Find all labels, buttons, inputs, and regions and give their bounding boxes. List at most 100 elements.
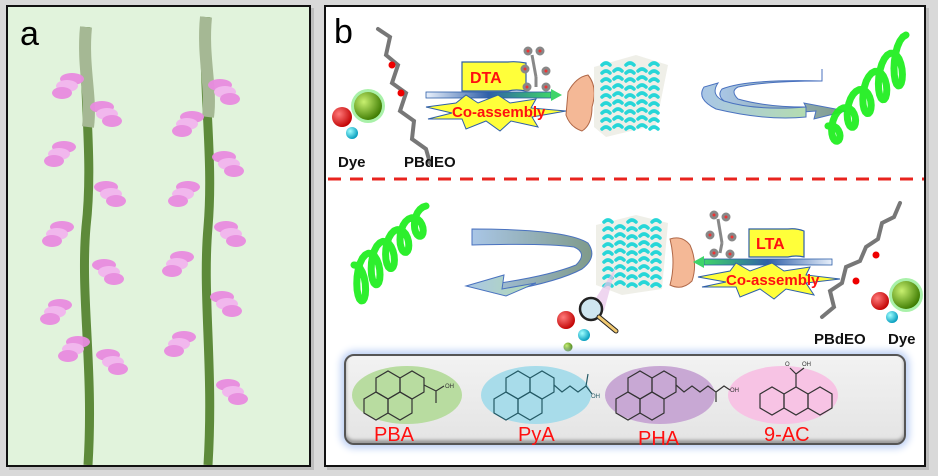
dye-label-9ac: 9-AC	[764, 424, 810, 446]
fiber-segment-bottom	[602, 250, 614, 256]
fiber-segment-bottom	[638, 224, 650, 230]
structure-pya: OH	[493, 370, 600, 421]
polymer-label-top: PBdEO	[404, 154, 456, 171]
fiber-segment-top	[600, 93, 612, 99]
orchid-stem-left	[79, 26, 95, 466]
fiber-segment-top	[600, 69, 612, 75]
fiber-segment-top	[636, 123, 648, 129]
fiber-segment-top	[612, 91, 624, 97]
fiber-segment-bottom	[638, 272, 650, 278]
process-label-top: Co-assembly	[452, 104, 546, 121]
orchid-flower-left-8	[58, 350, 78, 362]
polymer-label-bottom: PBdEO	[814, 331, 866, 348]
fiber-segment-top	[612, 115, 624, 121]
fiber-segment-top	[648, 117, 660, 123]
orchid-flower-right-4	[226, 235, 246, 247]
orchid-flowers	[40, 73, 248, 405]
fiber-segment-bottom	[626, 274, 638, 280]
orchid-flower-right-8	[228, 393, 248, 405]
fiber-segment-top	[624, 77, 636, 83]
fiber-segment-bottom	[650, 266, 662, 272]
svg-text:OH: OH	[730, 388, 739, 394]
fiber-segment-top	[624, 117, 636, 123]
orchid-flower-left-3	[106, 195, 126, 207]
fiber-segment-top	[600, 125, 612, 131]
magnifier-icon	[578, 296, 619, 334]
fiber-segment-bottom	[626, 258, 638, 264]
dye-molecules-top	[332, 89, 385, 139]
direction-arrow-top	[425, 91, 552, 99]
macroscopic-helix-top	[824, 31, 910, 145]
dye-label-top: Dye	[338, 154, 366, 171]
panel-label-b: b	[334, 13, 353, 51]
svg-text:OH: OH	[802, 362, 811, 368]
fiber-segment-top	[636, 67, 648, 73]
orchid-flower-left-2	[44, 155, 64, 167]
fiber-segment-top	[600, 101, 612, 107]
fiber-segment-bottom	[626, 282, 638, 288]
fiber-segment-bottom	[602, 226, 614, 232]
orchid-stem-right	[199, 16, 215, 466]
orchid-flower-left-5	[104, 273, 124, 285]
acid-label-bottom: LTA	[756, 236, 785, 253]
orchid-flower-right-3	[168, 195, 188, 207]
fiber-segment-top	[624, 85, 636, 91]
fiber-segment-bottom	[602, 242, 614, 248]
fiber-segment-top	[600, 61, 612, 67]
hand-icon-bottom	[669, 237, 696, 288]
fiber-segment-top	[624, 101, 636, 107]
fiber-segment-bottom	[626, 234, 638, 240]
fiber-segment-bottom	[602, 234, 614, 240]
fiber-segment-bottom	[650, 226, 662, 232]
dye-label-pba: PBA	[374, 424, 415, 446]
fiber-segment-bottom	[638, 264, 650, 270]
fiber-segment-bottom	[614, 248, 626, 254]
fiber-segment-top	[612, 67, 624, 73]
orchid-flower-right-7	[164, 345, 184, 357]
dye-label-bottom: Dye	[888, 331, 916, 348]
orchid-flower-left-1	[102, 115, 122, 127]
fiber-segment-top	[624, 109, 636, 115]
curved-arrow-bottom	[464, 228, 593, 297]
scheme-diagram: Dye PBdEO DTA Co-assembly	[328, 27, 924, 352]
panel-label-a: a	[20, 15, 39, 53]
fiber-segment-top	[600, 117, 612, 123]
fiber-segment-top	[636, 83, 648, 89]
tartaric-acid-molecule-top	[520, 46, 551, 92]
fiber-segment-top	[612, 107, 624, 113]
fiber-segment-bottom	[650, 234, 662, 240]
fiber-segment-bottom	[614, 232, 626, 238]
fiber-segment-top	[648, 77, 660, 83]
fiber-segment-top	[648, 85, 660, 91]
process-label-bottom: Co-assembly	[726, 272, 820, 289]
svg-text:OH: OH	[591, 394, 600, 400]
fiber-segment-bottom	[614, 240, 626, 246]
fiber-segment-bottom	[638, 240, 650, 246]
fiber-segment-bottom	[626, 242, 638, 248]
fiber-segment-bottom	[614, 264, 626, 270]
fiber-segment-top	[648, 125, 660, 131]
coassembly-burst-bottom	[697, 262, 841, 300]
orchid-flower-right-2	[224, 165, 244, 177]
fiber-segment-bottom	[638, 280, 650, 286]
fiber-segment-top	[600, 109, 612, 115]
fiber-segment-bottom	[602, 218, 614, 224]
fiber-segment-bottom	[638, 232, 650, 238]
fiber-segment-bottom	[614, 224, 626, 230]
orchid-flower-left-7	[108, 363, 128, 375]
structure-pba: OH	[363, 370, 454, 421]
fiber-segment-top	[636, 99, 648, 105]
fiber-segment-top	[636, 115, 648, 121]
fiber-segment-bottom	[650, 258, 662, 264]
pbdeo-molecule-top	[376, 27, 432, 165]
fiber-segment-bottom	[614, 272, 626, 278]
fiber-segment-top	[648, 61, 660, 67]
fiber-segment-top	[624, 69, 636, 75]
arrow-head-top	[551, 89, 562, 101]
panel-a: a	[6, 5, 311, 467]
fiber-segment-top	[612, 123, 624, 129]
fiber-segment-top	[624, 93, 636, 99]
fiber-segment-bottom	[650, 250, 662, 256]
fiber-segment-top	[624, 125, 636, 131]
